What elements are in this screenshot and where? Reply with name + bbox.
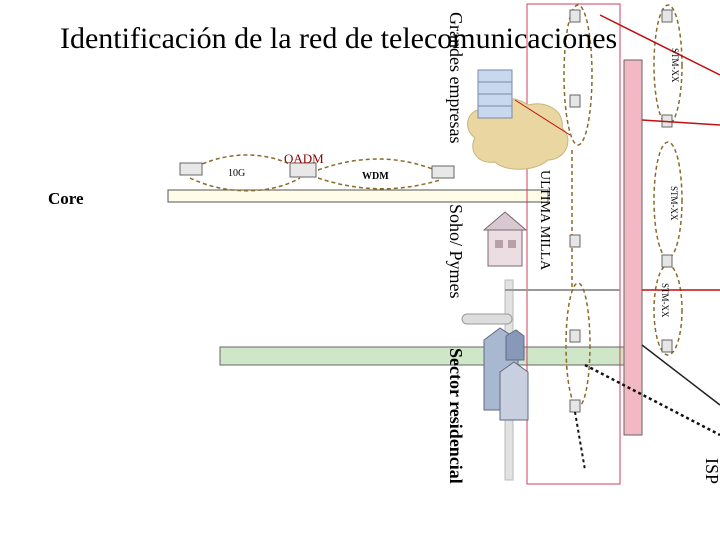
house-body [487, 229, 523, 267]
access-ring-1 [563, 4, 593, 146]
ten-g-label: 10G [228, 168, 246, 179]
access-node-5 [569, 399, 581, 413]
access-node-4 [569, 329, 581, 343]
core-band [167, 189, 549, 203]
core-ring-bottom-right [317, 177, 441, 190]
sector-residencial-label: Sector residencial [446, 348, 466, 484]
connector-pill [461, 313, 513, 325]
core-node-1 [179, 162, 203, 176]
stm-label-3: STM-XX [660, 283, 670, 318]
stm-node-1 [661, 9, 673, 23]
access-node-2 [569, 94, 581, 108]
core-ring-bottom-left [189, 177, 301, 192]
dotted-link-1 [584, 363, 720, 437]
ultima-milla-label: ULTIMA MILLA [537, 170, 552, 271]
residential-band [219, 346, 625, 366]
edge-label: ISP [702, 458, 720, 485]
red-link-2 [599, 14, 720, 76]
core-ring-top-right [317, 158, 441, 173]
access-node-3 [569, 234, 581, 248]
enterprise-link [514, 99, 571, 136]
oadm-node [289, 162, 317, 178]
red-link-1 [641, 119, 720, 126]
stm-label-2: STM-XX [669, 186, 679, 221]
access-band [623, 59, 643, 436]
residential-building-2 [499, 361, 529, 421]
residential-building-3 [505, 329, 525, 361]
access-node-1 [569, 9, 581, 23]
grandes-empresas-label: Grandes empresas [446, 12, 466, 144]
oadm-label: OADM [284, 151, 324, 166]
dotted-link-2 [574, 411, 586, 471]
core-node-2 [431, 165, 455, 179]
core-label: Core [48, 189, 84, 208]
stm-ring-2 [653, 141, 683, 259]
soho-pymes-label: Soho/ Pymes [446, 204, 466, 299]
page-title: Identificación de la red de telecomunica… [60, 22, 618, 55]
access-ring-2 [565, 282, 591, 408]
wdm-label: WDM [362, 171, 389, 182]
black-link [641, 344, 720, 406]
stm-node-4 [661, 339, 673, 353]
core-ring-top-left [189, 154, 301, 171]
stm-node-3 [661, 254, 673, 268]
last-mile-box [526, 3, 621, 485]
house-roof [482, 211, 528, 231]
stm-label-1: STM-XX [670, 48, 680, 83]
